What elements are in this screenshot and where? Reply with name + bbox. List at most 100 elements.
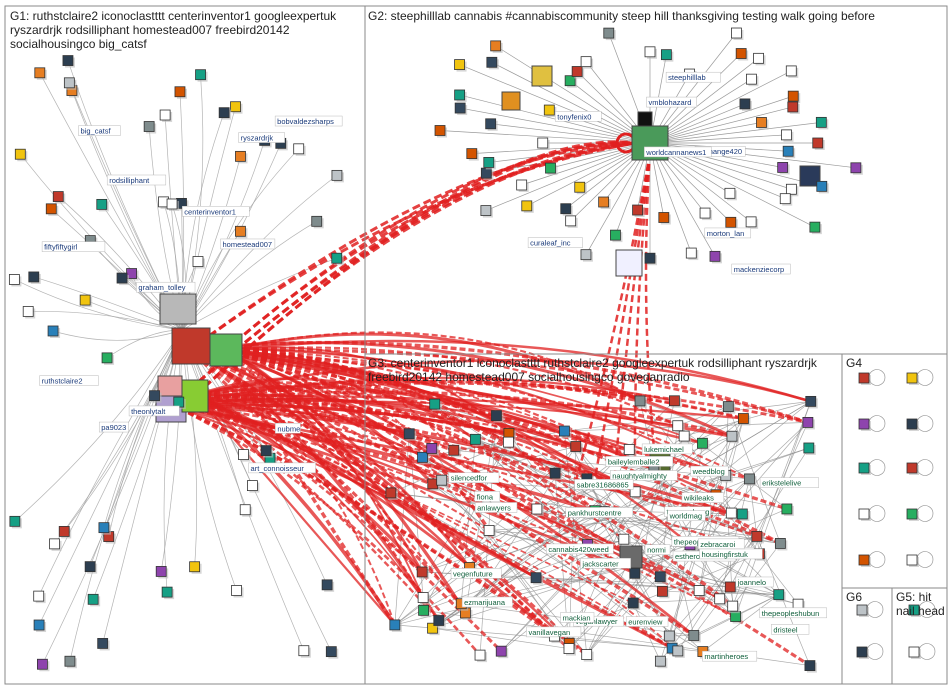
node-g1-40: [37, 658, 48, 670]
node-g1-9: [47, 325, 59, 337]
node-g2-38: [490, 40, 502, 52]
edge-red-74: [195, 394, 679, 652]
node-g3-7: [627, 597, 639, 609]
hub-node-exchange420: [531, 65, 553, 87]
node-label-box-7: [609, 470, 678, 481]
node-g2-27: [480, 167, 492, 179]
node-g2-18: [580, 249, 592, 261]
node-g1-4: [230, 101, 241, 113]
hub-node-rodsilliphant: [159, 293, 197, 325]
node-label-box-26: [641, 443, 693, 455]
node-g2-4: [816, 180, 828, 192]
node-label-24: pankhurstcentre: [568, 508, 622, 517]
hub-node-book: [157, 375, 183, 397]
edge-g3-39: [639, 400, 695, 636]
node-label-0: bobvaldezsharps: [277, 117, 334, 126]
labels-group-g3: wikileaksveganlawyerthepeopleshubukbaile…: [448, 443, 827, 662]
edge-red-107: [171, 403, 781, 545]
node-label-22: eurenview: [628, 617, 663, 626]
node-label-box-4: [690, 465, 729, 477]
node-g1-49: [34, 67, 46, 79]
edge-g2-56: [649, 134, 787, 144]
node-g1-11: [149, 390, 160, 402]
node-g2-17: [610, 229, 621, 241]
node-g3-39: [802, 416, 814, 428]
edge-red-108: [189, 341, 733, 438]
node-label-15: joannelo: [737, 578, 766, 587]
node-label-box-4: [554, 111, 602, 122]
node-isolate-13: [908, 646, 920, 658]
edge-red-67: [171, 404, 737, 618]
edge-red-70: [194, 393, 397, 626]
node-g2-31: [434, 125, 446, 136]
node-g2-44: [660, 49, 672, 61]
edge-g3-129: [677, 406, 729, 427]
node-label-20: zebracaroi: [700, 540, 735, 549]
node-g2-16: [632, 204, 643, 216]
edge-isolate-loop-11: [866, 643, 884, 660]
edge-red-96: [189, 348, 695, 637]
node-label-11: fiftyfiftygirl: [44, 243, 78, 252]
edge-g1-26: [181, 257, 337, 331]
node-label-5: rodsilliphant: [109, 176, 150, 185]
edge-red-105: [225, 349, 510, 435]
node-label-0: exchange420: [697, 147, 742, 156]
node-g3-19: [427, 622, 438, 634]
edge-g1-2: [38, 329, 183, 597]
node-label-box-2: [136, 281, 196, 293]
node-g3-74: [389, 619, 401, 631]
node-label-box-9: [238, 132, 285, 143]
node-g2-21: [560, 203, 572, 215]
node-g3-66: [418, 604, 429, 616]
node-g1-31: [298, 645, 310, 657]
node-g2-36: [454, 59, 465, 70]
edge-g3-136: [729, 536, 758, 588]
node-g1-0: [173, 396, 185, 408]
node-g3-5: [688, 630, 700, 641]
node-label-6: curaleaf_inc: [530, 239, 571, 248]
edge-red-g2g3-2: [613, 152, 652, 473]
node-g3-72: [581, 649, 593, 661]
node-label-8: theonlytalt: [131, 407, 166, 416]
node-g2-47: [735, 48, 747, 59]
edge-red-101: [225, 348, 691, 546]
node-label-2: mackenziecorp: [734, 265, 784, 274]
node-g1-50: [189, 561, 201, 573]
edge-red-15: [171, 403, 556, 638]
node-g2-52: [787, 90, 799, 102]
edge-isolate-loop-7: [916, 505, 934, 522]
edge-red-32: [189, 348, 750, 480]
node-label-box-17: [546, 543, 614, 555]
edge-isolate-loop-0: [868, 369, 886, 386]
node-g2-33: [454, 102, 466, 114]
node-g2-29: [466, 148, 478, 160]
node-g2-28: [483, 157, 495, 168]
node-g2-3: [777, 162, 789, 173]
group-title-g1: G1: ruthstclaire2 iconoclastttt centerin…: [10, 9, 337, 51]
node-label-9: mackian: [563, 613, 591, 622]
node-label-box-3: [605, 456, 674, 467]
node-g2-32: [485, 118, 497, 130]
node-g3-44: [448, 444, 460, 456]
node-g2-12: [709, 250, 721, 262]
node-g2-0: [812, 137, 824, 149]
node-g1-2: [33, 590, 45, 602]
node-isolate-4: [858, 462, 870, 474]
node-g1-58: [218, 107, 230, 119]
node-g3-22: [672, 420, 684, 432]
node-g2-39: [564, 75, 576, 87]
node-g2-53: [787, 101, 799, 113]
edge-red-98: [195, 377, 477, 441]
node-label-box-15: [735, 576, 774, 588]
node-label-30: anlawyers: [477, 503, 511, 512]
edge-g3-23: [422, 457, 570, 644]
node-g3-64: [744, 473, 755, 485]
edge-g3-2: [568, 422, 809, 649]
node-g2-30: [537, 137, 549, 149]
node-label-4: tonyfenix0: [557, 112, 591, 121]
group-title-g5: G5: hit nail head: [896, 590, 945, 618]
edge-g2-18: [585, 142, 651, 255]
group-title-g4: G4: [846, 356, 863, 370]
node-label-box-28: [461, 596, 513, 608]
node-g1-45: [247, 480, 258, 492]
